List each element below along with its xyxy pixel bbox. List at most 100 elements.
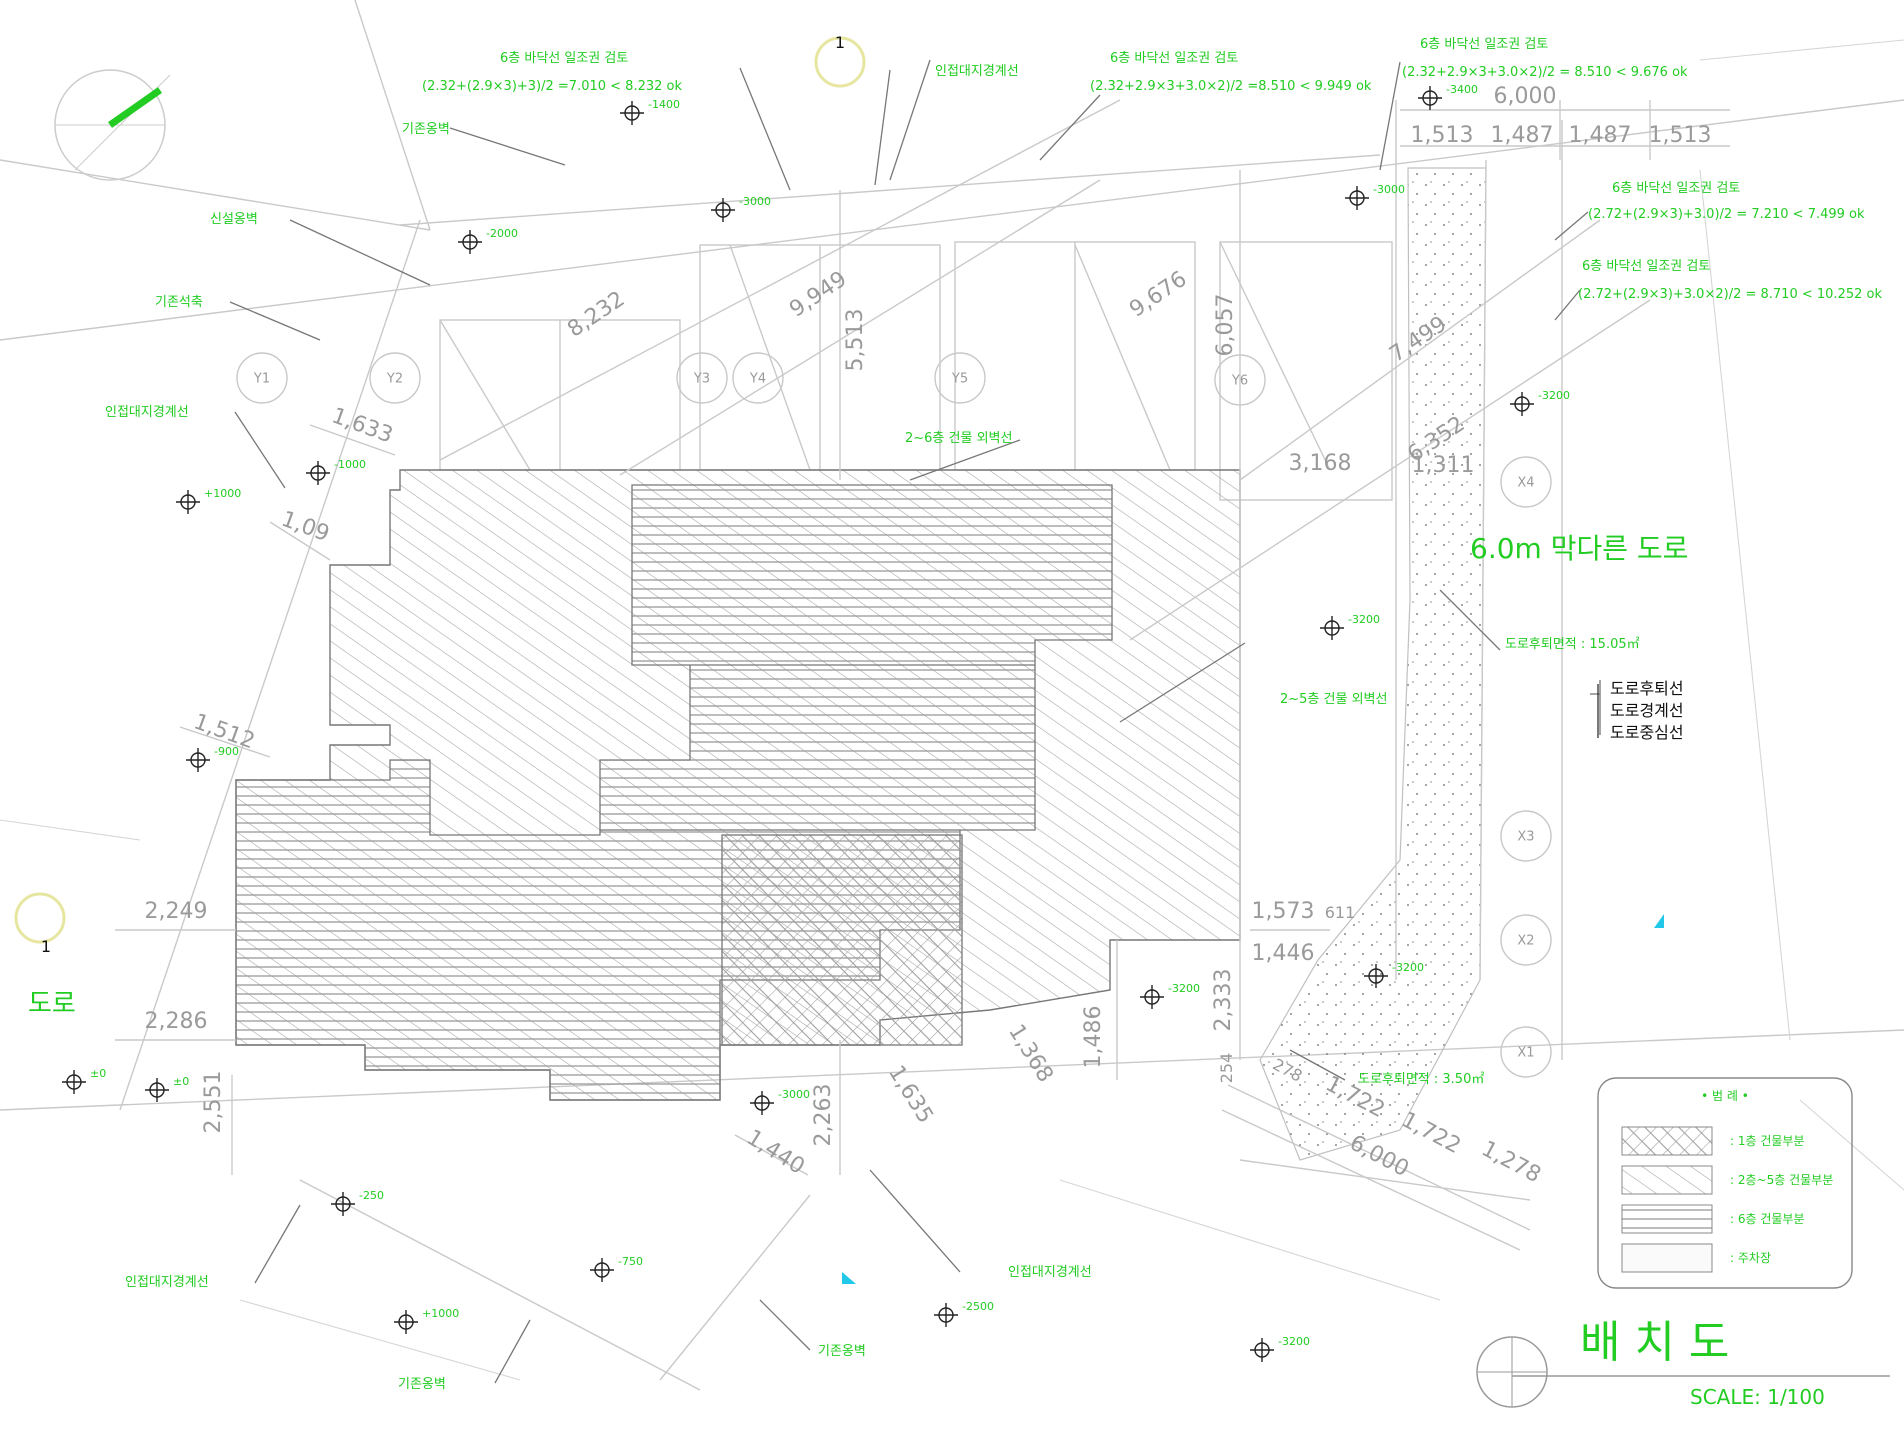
new-wall-label: 신설옹벽 [210, 212, 258, 227]
grid-bubble-label: Y1 [253, 372, 270, 387]
dimension-label: 1,278 [1477, 1136, 1544, 1188]
grid-bubble-label: X1 [1517, 1046, 1534, 1061]
legend-item: : 6층 건물부분 [1730, 1212, 1805, 1226]
grid-bubble-label: Y2 [386, 372, 403, 387]
level-label: ±0 [90, 1067, 106, 1080]
road-line-label: 도로중심선 [1610, 723, 1684, 742]
adjacent-boundary-label: 인접대지경계선 [105, 405, 189, 420]
road-setback-area-label: 도로후퇴면적 : 15.05㎡ [1505, 637, 1640, 652]
sunlight-check-formula: (2.72+(2.9×3)+3.0×2)/2 = 8.710 < 10.252 … [1578, 287, 1882, 302]
dimension-label: 1,440 [742, 1125, 809, 1180]
dimension-label: 1,486 [1081, 1006, 1106, 1069]
grid-bubble [1500, 914, 1552, 966]
dimension-label: 9,676 [1125, 267, 1191, 323]
legend-swatch [1621, 1243, 1713, 1273]
level-label: -750 [618, 1255, 643, 1268]
grid-bubble [1214, 354, 1266, 406]
adjacent-boundary-label: 인접대지경계선 [935, 64, 1019, 79]
floor-1-zone [721, 834, 963, 1046]
dimension-label: 6,000 [1494, 84, 1557, 109]
sunlight-check-formula: (2.32+2.9×3+3.0×2)/2 =8.510 < 9.949 ok [1090, 79, 1372, 94]
grid-bubble [1500, 810, 1552, 862]
level-label: -3200 [1278, 1335, 1310, 1348]
marker-triangle-icon [842, 1272, 856, 1284]
drawing-title: 배 치 도 [1580, 1317, 1729, 1368]
level-label: ±0 [173, 1075, 189, 1088]
level-label: -900 [214, 745, 239, 758]
grid-bubble [236, 352, 288, 404]
legend-item: : 주차장 [1730, 1251, 1771, 1265]
road-setback-area-label: 도로후퇴면적 : 3.50㎡ [1358, 1072, 1484, 1087]
road-line-legend: 도로후퇴선 도로경계선 도로중심선 [1597, 679, 1684, 742]
existing-wall-label: 기존옹벽 [402, 122, 450, 137]
dimension-label: 2,551 [201, 1071, 226, 1134]
level-label: -2500 [962, 1300, 994, 1313]
existing-wall-label: 기존옹벽 [398, 1377, 446, 1392]
dimension-label: 2,286 [145, 1009, 208, 1034]
legend-title: • 범 례 • [1701, 1089, 1749, 1103]
site-context-lines [0, 0, 1904, 1391]
dimension-label: 2,249 [145, 899, 208, 924]
sunlight-check-title: 6층 바닥선 일조권 검토 [500, 51, 628, 66]
grid-bubble [934, 352, 986, 404]
dimension-label: 1,368 [1003, 1020, 1058, 1087]
dimension-label: 254 [1217, 1053, 1236, 1084]
level-label: -3000 [1373, 183, 1405, 196]
dimension-label: 1,573 [1252, 899, 1315, 924]
level-label: -250 [359, 1189, 384, 1202]
sunlight-check-formula: (2.72+(2.9×3)+3.0)/2 = 7.210 < 7.499 ok [1588, 207, 1865, 222]
title-block: 배 치 도 SCALE: 1/100 [1476, 1317, 1890, 1409]
compass-icon [54, 69, 171, 181]
dimension-label: 1,487 [1569, 123, 1632, 148]
grid-bubble-label: Y4 [749, 372, 766, 387]
level-markers [62, 86, 1534, 1362]
building-footprint [235, 469, 1241, 1101]
grid-bubbles [236, 352, 1552, 1078]
sunlight-check-title: 6층 바닥선 일조권 검토 [1612, 181, 1740, 196]
dimension-label: 1,09 [278, 507, 333, 547]
level-label: -3200 [1348, 613, 1380, 626]
level-label: +1000 [422, 1307, 459, 1320]
grid-bubble [369, 352, 421, 404]
dimension-lines [115, 99, 1730, 1251]
building-line-label: 2~6층 건물 외벽선 [905, 431, 1012, 446]
legend-swatch [1621, 1165, 1713, 1195]
north-mark-left: 1 [14, 892, 66, 956]
road-left-label: 도로 [28, 989, 76, 1019]
dimension-label: 8,232 [563, 287, 629, 343]
dimension-label: 1,446 [1252, 941, 1315, 966]
road-setback-strip [1259, 167, 1487, 1161]
level-label: -3200 [1392, 961, 1424, 974]
legend: • 범 례 • : 1층 건물부분 : 2층~5층 건물부분 : 6층 건물부분… [1597, 1077, 1853, 1289]
grid-bubble-label: X3 [1517, 830, 1534, 845]
dimension-label: 3,168 [1289, 451, 1352, 476]
sunlight-check-formula: (2.32+(2.9×3)+3)/2 =7.010 < 8.232 ok [422, 79, 682, 94]
level-label: -3400 [1446, 83, 1478, 96]
parking-stalls [439, 241, 1393, 501]
marker-triangle-icon [1654, 914, 1664, 928]
level-label: -2000 [486, 227, 518, 240]
existing-wall-label: 기존옹벽 [818, 1344, 866, 1359]
grid-bubble-label: Y6 [1231, 374, 1248, 389]
existing-stone-label: 기존석축 [155, 295, 203, 310]
dimension-label: 1,513 [1411, 123, 1474, 148]
dimension-label: 1,487 [1491, 123, 1554, 148]
building-line-label: 2~5층 건물 외벽선 [1280, 692, 1387, 707]
drawing-scale: SCALE: 1/100 [1690, 1385, 1825, 1409]
grid-bubble [1500, 456, 1552, 508]
dimension-label: 1,311 [1412, 453, 1475, 478]
grid-bubble-label: X2 [1517, 934, 1534, 949]
adjacent-boundary-label: 인접대지경계선 [1008, 1265, 1092, 1280]
dimension-label: 2,333 [1211, 969, 1236, 1032]
adjacent-boundary-label: 인접대지경계선 [125, 1275, 209, 1290]
dimension-label: 1,633 [328, 403, 396, 448]
dimension-label: 611 [1325, 903, 1356, 922]
legend-item: : 2층~5층 건물부분 [1730, 1173, 1833, 1187]
level-label: -1000 [334, 458, 366, 471]
level-label: -1400 [648, 98, 680, 111]
legend-swatch [1621, 1204, 1713, 1234]
svg-text:1: 1 [835, 33, 845, 52]
dimension-label: 1,513 [1649, 123, 1712, 148]
grid-bubble-label: Y5 [951, 372, 968, 387]
dimension-label: 2,263 [811, 1084, 836, 1147]
